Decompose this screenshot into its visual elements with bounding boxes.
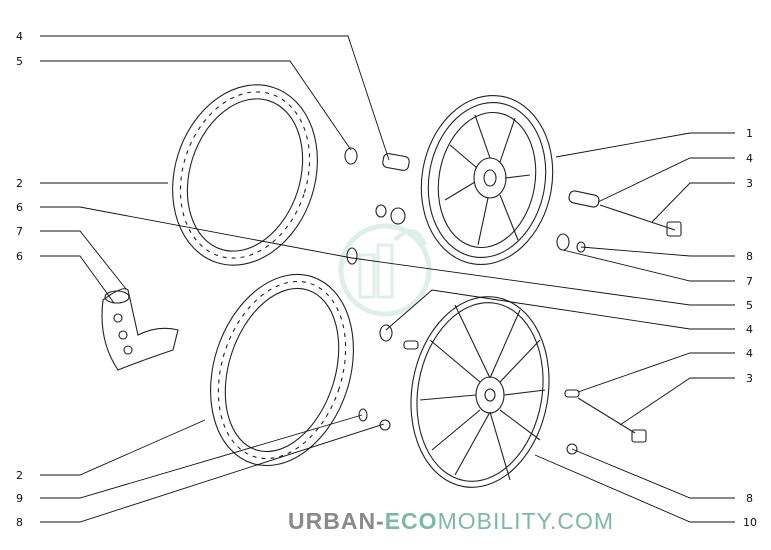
callout-number: 3 [746, 372, 753, 385]
callout-number: 2 [16, 177, 23, 190]
callout-number: 4 [746, 347, 753, 360]
callout-number: 3 [746, 177, 753, 190]
rim-tape [101, 288, 179, 371]
callout-number: 4 [746, 152, 753, 165]
cast-wheel [420, 94, 554, 266]
callout-number: 2 [16, 469, 23, 482]
watermark-part: URBAN- [288, 508, 385, 534]
callout-number: 7 [16, 225, 23, 238]
spoked-wheel [410, 296, 550, 488]
callout-number: 8 [16, 516, 23, 529]
callout-number: 5 [746, 299, 753, 312]
callout-number: 5 [16, 55, 23, 68]
leader-lines [40, 35, 735, 523]
callout-number: 6 [16, 250, 23, 263]
callout-number: 8 [746, 492, 753, 505]
watermark-logo [338, 223, 432, 317]
callouts-left: 4 5 2 6 7 6 2 9 8 [16, 30, 23, 529]
callout-number: 4 [16, 30, 23, 43]
watermark-text: URBAN-ECOMOBILITY.COM [288, 508, 614, 535]
callout-number: 1 [746, 127, 753, 140]
callout-number: 9 [16, 492, 23, 505]
callouts-right: 1 4 3 8 7 5 4 4 3 8 10 [743, 127, 757, 529]
callout-number: 7 [746, 275, 753, 288]
callout-number: 6 [16, 201, 23, 214]
tyre-lower [210, 273, 354, 467]
small-parts [344, 147, 682, 455]
tyre-upper [172, 84, 318, 266]
watermark-part: MOBILITY.COM [437, 508, 614, 534]
watermark-part: ECO [384, 508, 438, 534]
callout-number: 8 [746, 250, 753, 263]
callout-number: 10 [743, 516, 757, 529]
callout-number: 4 [746, 323, 753, 336]
